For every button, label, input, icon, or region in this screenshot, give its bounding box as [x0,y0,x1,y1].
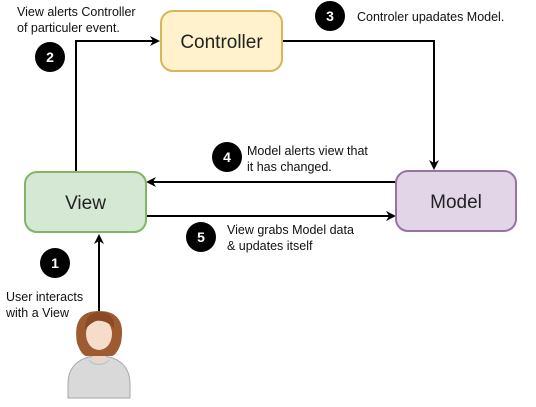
model-box [395,170,517,232]
edge-controller-to-model [282,40,439,170]
step-4-text: Model alerts view that it has changed. [247,144,371,174]
avatar-face [86,318,112,350]
step-5-text: View grabs Model data & updates itself [227,223,357,253]
step-2-line-1: View alerts Controller [17,5,136,19]
step-badge-4: 4 [212,142,242,172]
step-1-text: User interacts with a View [5,290,87,320]
step-1-line-2: with a View [5,306,70,320]
badge-circle [315,1,345,31]
node-controller: Controller [160,10,283,72]
model-label: Model [430,192,482,213]
badge-circle [212,142,242,172]
step-badge-5: 5 [186,222,216,252]
step-2-line-2: of particuler event. [17,21,120,35]
node-model: Model [395,170,517,232]
step-badge-1: 1 [40,248,70,278]
step-badge-3: 3 [315,1,345,31]
step-4-line-2: it has changed. [247,160,332,174]
badge-number: 3 [326,8,334,24]
badge-number: 5 [197,229,205,245]
badge-circle [40,248,70,278]
step-badge-2: 2 [35,42,65,72]
edges [75,36,439,318]
node-view: View [24,171,147,233]
step-2-text: View alerts Controller of particuler eve… [17,5,139,35]
edge-view-to-controller [75,36,160,172]
step-3-line-1: Controler upadates Model. [357,10,504,24]
avatar-collar [88,359,110,365]
user-avatar-icon [67,311,131,399]
step-5-line-2: & updates itself [227,239,313,253]
badge-number: 4 [223,149,231,165]
view-box [24,171,147,233]
badge-number: 2 [46,49,54,65]
step-5-line-1: View grabs Model data [227,223,354,237]
badge-number: 1 [51,255,59,271]
controller-box [160,10,283,72]
badge-circle [35,42,65,72]
step-1-line-1: User interacts [6,290,83,304]
avatar-hair-fringe [85,312,115,330]
step-4-line-1: Model alerts view that [247,144,368,158]
avatar-body [67,355,131,399]
view-label: View [65,193,106,214]
badge-circle [186,222,216,252]
step-3-text: Controler upadates Model. [357,10,504,24]
controller-label: Controller [180,32,263,53]
